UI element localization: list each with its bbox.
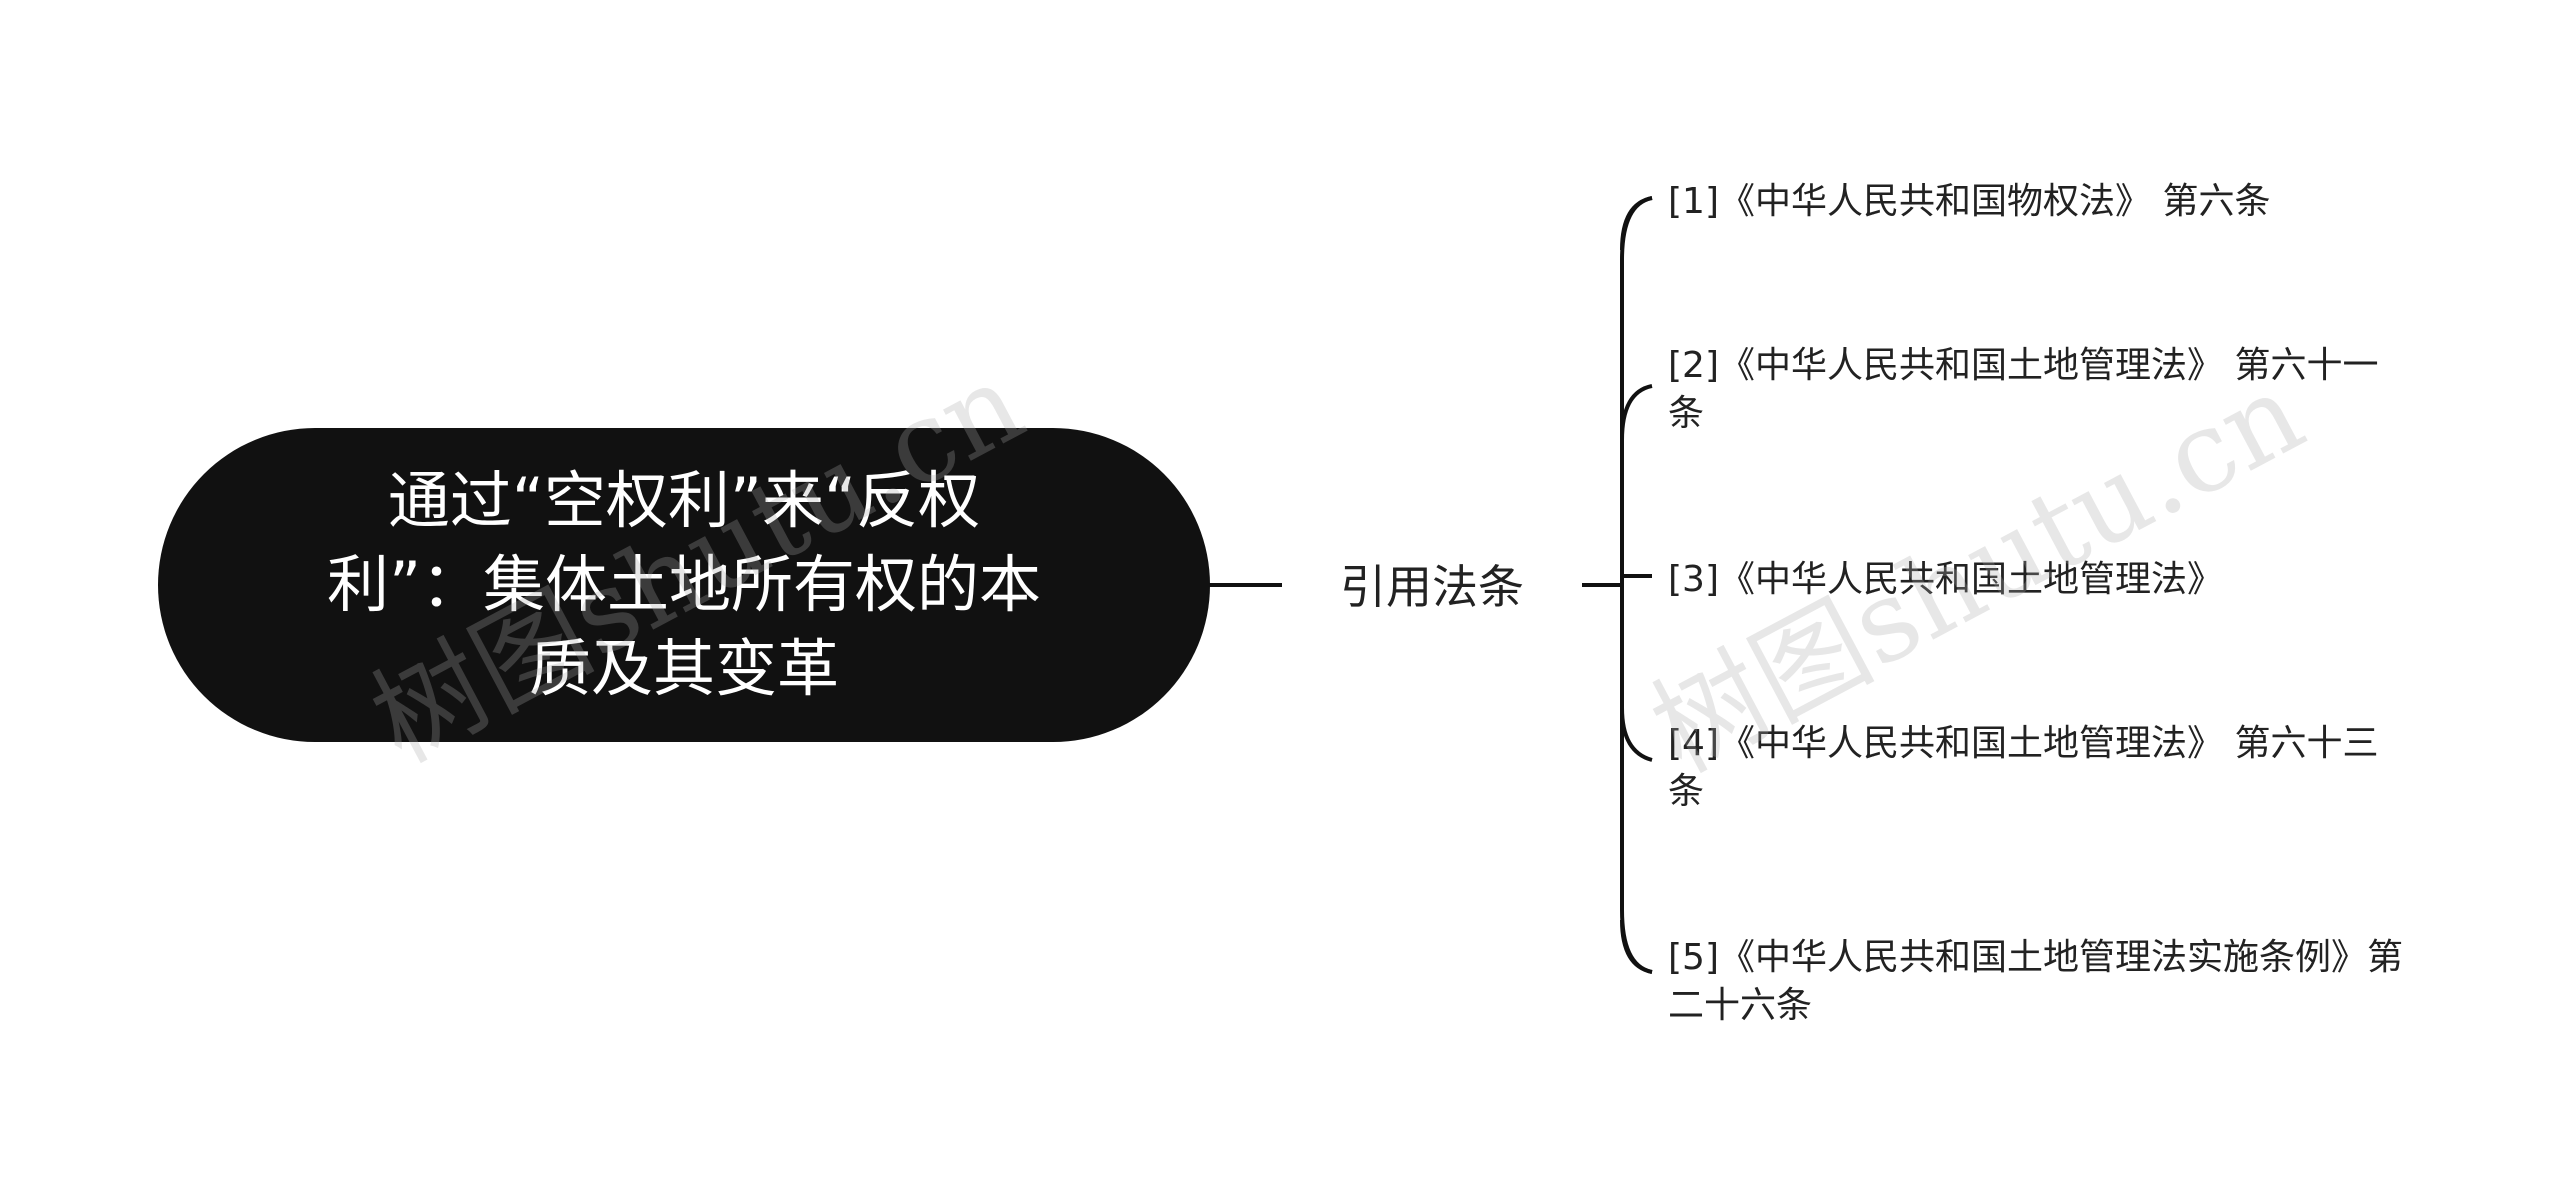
bracket-spine [1620,196,1653,974]
root-topic-node[interactable]: 通过“空权利”来“反权利”：集体土地所有权的本质及其变革 [158,428,1210,742]
branch-topic-node[interactable]: 引用法条 [1282,552,1582,616]
leaf-connector-4 [1620,707,1653,762]
root-topic-text: 通过“空权利”来“反权利”：集体土地所有权的本质及其变革 [326,464,1042,705]
citation-item-1[interactable]: [1]《中华人民共和国物权法》 第六条 [1668,181,2271,222]
leaf-connector-1 [1620,196,1653,251]
citation-item-5[interactable]: [5]《中华人民共和国土地管理法实施条例》第二十六条 [1668,937,2403,1026]
citation-item-3[interactable]: [3]《中华人民共和国土地管理法》 [1668,559,2223,600]
branch-topic-label: 引用法条 [1340,560,1524,614]
citation-item-2[interactable]: [2]《中华人民共和国土地管理法》 第六十一条 [1668,345,2379,434]
citation-item-4[interactable]: [4]《中华人民共和国土地管理法》 第六十三条 [1668,723,2379,812]
leaf-connector-2 [1620,384,1653,441]
leaf-connector-5 [1620,919,1653,974]
